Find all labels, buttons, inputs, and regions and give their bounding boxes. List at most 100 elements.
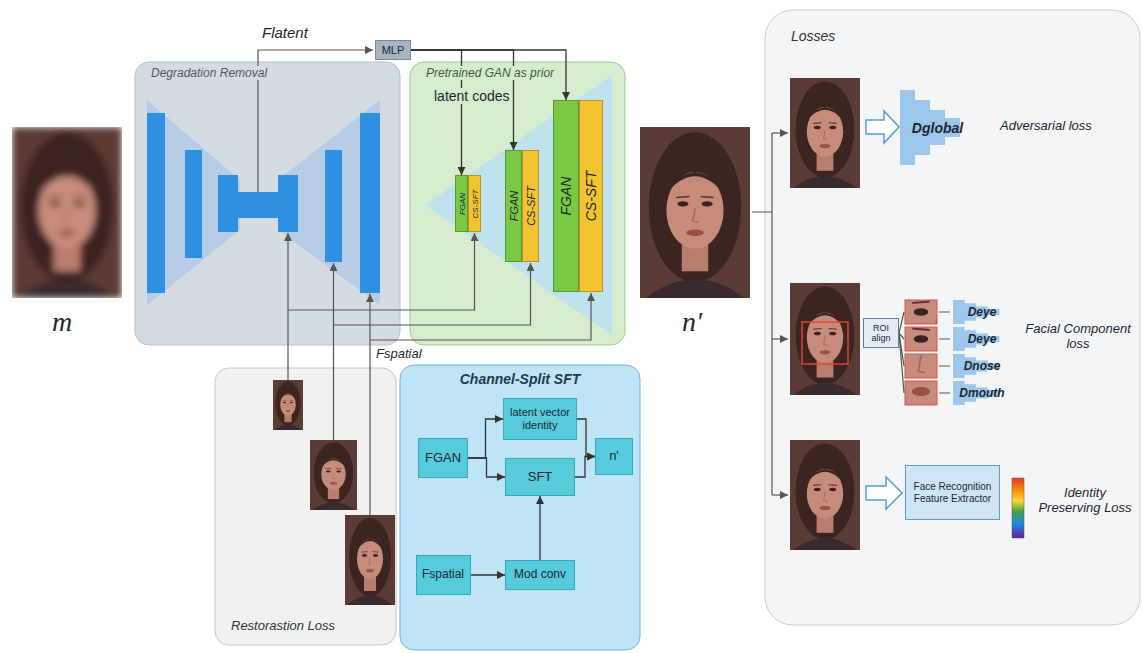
connector xyxy=(411,50,514,150)
feature-label: Fspatial xyxy=(376,347,422,362)
discriminator-shape xyxy=(953,327,999,351)
roi-box xyxy=(802,322,848,364)
panel-ground xyxy=(400,365,640,650)
discriminator: Dglobal xyxy=(900,90,975,165)
face-image xyxy=(12,127,122,298)
face-crop xyxy=(832,204,1009,483)
face-crop xyxy=(832,231,977,471)
node-text: FGAN xyxy=(508,189,520,224)
wire xyxy=(258,50,373,192)
wire xyxy=(370,293,591,340)
wire xyxy=(288,233,475,310)
feature-label: Flatent xyxy=(262,24,308,41)
network-shading xyxy=(278,100,380,305)
node-text: Face Recognition Feature Extractor xyxy=(909,481,996,504)
unet-layer xyxy=(360,113,380,293)
extractor-box: Face Recognition Feature Extractor xyxy=(905,465,1000,520)
unet-layer xyxy=(238,192,278,218)
face-image xyxy=(310,440,357,510)
discriminator: Dmouth xyxy=(953,381,1011,405)
panel-ground xyxy=(215,368,396,645)
wire xyxy=(772,494,788,495)
panel-title: Degradation Removal xyxy=(149,66,269,80)
wire xyxy=(772,338,788,339)
node-text: FGAN xyxy=(457,190,466,216)
network-shading xyxy=(147,75,612,335)
node-text: Dmouth xyxy=(957,386,1006,400)
hollow-arrow xyxy=(866,477,902,509)
face-crop xyxy=(864,204,1009,444)
node-text: Fspatial xyxy=(420,568,466,582)
face-crop xyxy=(905,354,937,378)
unet-layer xyxy=(147,113,380,293)
face-image xyxy=(640,127,750,298)
unet-layer xyxy=(218,175,238,232)
mlp-box: MLP xyxy=(375,40,411,60)
wire xyxy=(369,294,370,515)
roi-box xyxy=(802,322,848,364)
face-crop xyxy=(864,204,1009,444)
sft-block: CS-SFT xyxy=(579,100,603,292)
feature-block: FGAN xyxy=(455,175,468,232)
feature-block: FGAN xyxy=(553,100,579,292)
face-image xyxy=(273,380,303,430)
loss-panel: Restorastion Loss xyxy=(215,368,396,645)
connector xyxy=(471,574,506,575)
panel-title: Channel-Split SFT xyxy=(458,371,583,387)
sft-block: CS-SFT xyxy=(468,175,481,232)
face-image xyxy=(790,283,860,395)
process-box: latent vector identity xyxy=(503,398,577,440)
panel-ground xyxy=(765,10,1140,625)
loss-label: Facial Component loss xyxy=(1022,322,1134,352)
identity-color-bar xyxy=(1012,478,1024,538)
process-box: Fspatial xyxy=(416,555,471,595)
process-box: Mod conv xyxy=(505,560,575,590)
face-crop xyxy=(905,327,937,351)
node-text: Dnose xyxy=(962,359,1003,373)
output-box: n' xyxy=(595,438,633,475)
wire xyxy=(752,133,772,495)
face-image xyxy=(790,78,860,188)
wire xyxy=(772,132,788,133)
connector xyxy=(539,496,540,560)
roi-align-box: ROI align xyxy=(863,318,899,348)
wire xyxy=(258,50,950,515)
unet-layer xyxy=(147,113,165,293)
panel-ground xyxy=(410,62,625,345)
node-text: Mod conv xyxy=(512,568,568,582)
face-crop xyxy=(832,231,977,471)
node-text: FGAN xyxy=(423,451,463,466)
feature-label: latent codes xyxy=(432,88,512,104)
node-text: n' xyxy=(607,449,621,464)
unet-layer xyxy=(325,150,342,262)
module-panel: Pretrained GAN as priorFGANCS-SFTFGANCS-… xyxy=(410,62,625,345)
face-image xyxy=(12,78,860,605)
discriminator: Deye xyxy=(953,300,1011,324)
connector xyxy=(468,419,503,458)
panel-title: Restorastion Loss xyxy=(229,618,337,633)
face-image xyxy=(12,127,122,298)
network-shading xyxy=(147,100,240,305)
identity-color-bar xyxy=(1012,478,1024,538)
face-crop xyxy=(905,300,937,324)
loss-label: Adversarial loss xyxy=(1000,119,1092,134)
panel-ground xyxy=(135,10,1140,650)
sft-block: CS-SFT xyxy=(522,150,539,262)
node-text: FGAN xyxy=(558,175,574,218)
unet-layer xyxy=(185,150,202,258)
network-shading xyxy=(425,75,612,335)
node-text: CS-SFT xyxy=(525,184,537,228)
wire xyxy=(899,312,904,393)
discriminator: Dnose xyxy=(953,354,1011,378)
connector xyxy=(468,458,505,477)
hollow-arrow xyxy=(866,111,899,143)
node-text: CS-SFT xyxy=(470,187,479,220)
discriminator: Deye xyxy=(953,327,1011,351)
module-panel: Degradation Removal xyxy=(135,62,400,345)
module-panel: Channel-Split SFT FGAN latent vector ident… xyxy=(400,365,640,650)
face-crop xyxy=(905,381,937,405)
node-text: CS-SFT xyxy=(583,169,599,224)
